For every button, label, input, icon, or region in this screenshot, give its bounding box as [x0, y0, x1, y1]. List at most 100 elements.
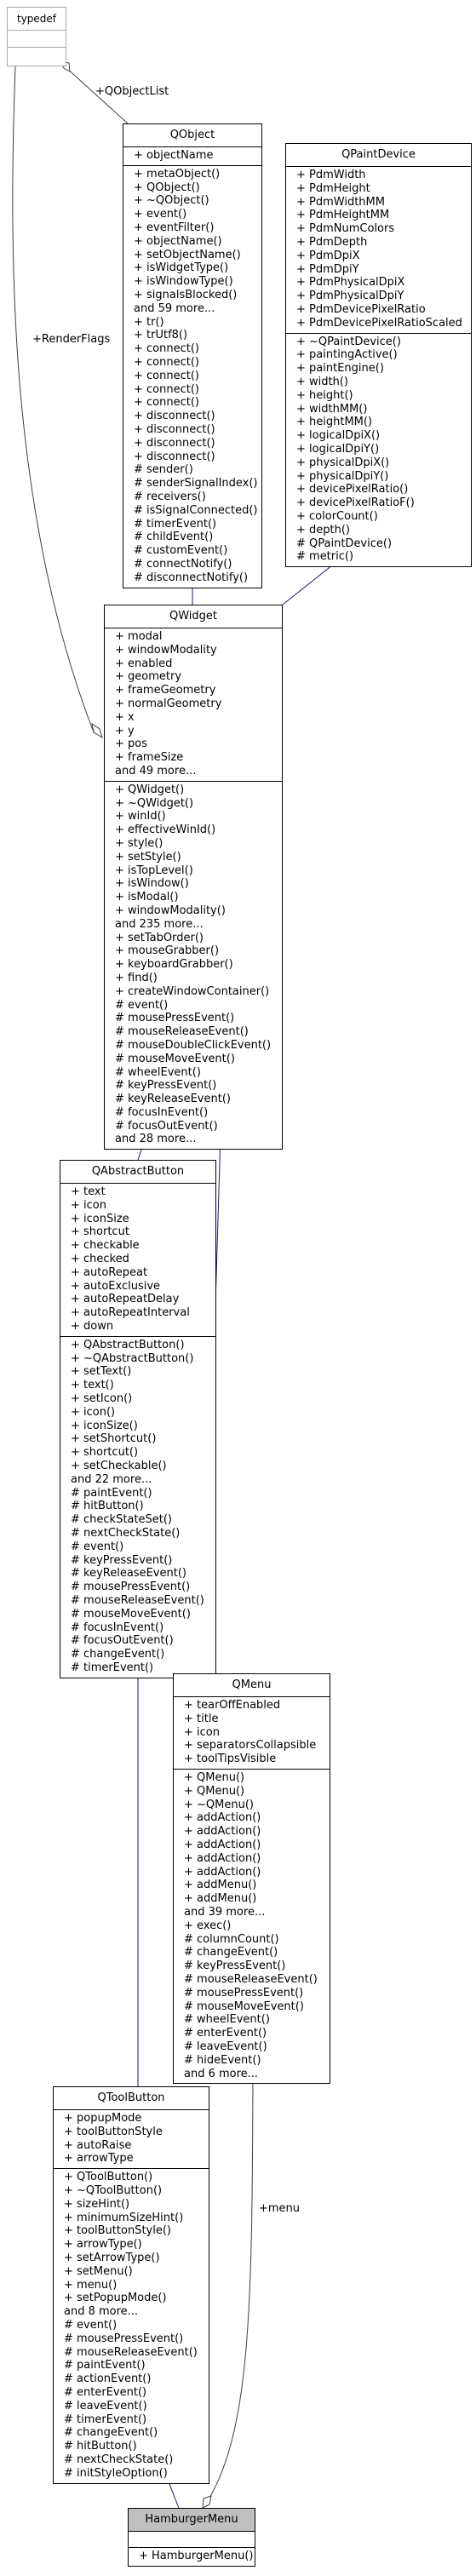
class-member: + PdmPhysicalDpiX	[296, 276, 405, 290]
class-member: # keyReleaseEvent()	[115, 1093, 231, 1106]
class-member: # isSignalConnected()	[134, 503, 258, 517]
class-member: + checkable	[71, 1239, 140, 1253]
class-member: + down	[71, 1319, 114, 1333]
class-member: # mouseMoveEvent()	[71, 1607, 191, 1621]
class-qwidget-methods: + QWidget()+ ~QWidget()+ winId()+ effect…	[105, 782, 282, 1150]
class-qmenu-title: QMenu	[174, 1674, 330, 1697]
class-member: # actionEvent()	[64, 2372, 152, 2386]
class-typedef-attributes	[8, 31, 66, 48]
class-member: + PdmDevicePixelRatio	[296, 302, 426, 316]
class-member: + ~QMenu()	[184, 1798, 254, 1811]
class-member: + objectName	[134, 149, 214, 162]
class-member: + tearOffEnabled	[184, 1699, 281, 1712]
class-member: + logicalDpiY()	[296, 442, 380, 456]
class-member: + windowModality()	[115, 904, 226, 917]
class-qpaintdevice-attributes: + PdmWidth+ PdmHeight+ PdmWidthMM+ PdmHe…	[286, 167, 471, 334]
class-member: + PdmHeight	[296, 181, 370, 195]
class-member: + logicalDpiX()	[296, 429, 381, 443]
class-member: # senderSignalIndex()	[134, 477, 258, 491]
class-member: # changeEvent()	[71, 1648, 165, 1661]
class-member: # initStyleOption()	[64, 2466, 168, 2480]
class-member: + devicePixelRatioF()	[296, 496, 415, 510]
class-member: # sender()	[134, 463, 193, 477]
class-member: + setText()	[71, 1365, 132, 1379]
class-member: # wheelEvent()	[115, 1065, 201, 1079]
class-hamburgermenu-attributes	[129, 2532, 255, 2548]
class-member: # focusOutEvent()	[71, 1634, 174, 1648]
class-member: + setObjectName()	[134, 248, 241, 261]
class-qabstractbutton: QAbstractButton + text+ icon+ iconSize+ …	[60, 1160, 216, 1678]
class-member: + ~QWidget()	[115, 796, 194, 810]
class-member: + sizeHint()	[64, 2197, 130, 2211]
class-member: # mouseMoveEvent()	[115, 1052, 235, 1065]
class-member: + addAction()	[184, 1851, 261, 1865]
class-member: + geometry	[115, 670, 182, 684]
class-member: + separatorsCollapsible	[184, 1739, 317, 1753]
class-member: # leaveEvent()	[184, 2040, 267, 2053]
class-qpaintdevice: QPaintDevice + PdmWidth+ PdmHeight+ PdmW…	[285, 143, 472, 568]
class-member: # keyPressEvent()	[184, 1959, 286, 1973]
class-member: + QObject()	[134, 181, 200, 194]
class-member: # focusInEvent()	[115, 1105, 209, 1119]
class-member: + event()	[134, 208, 187, 221]
class-member: + addAction()	[184, 1865, 261, 1879]
class-member: # event()	[71, 1540, 124, 1553]
class-member: and 8 more...	[64, 2305, 139, 2319]
class-member: + paintEngine()	[296, 362, 384, 376]
class-member: + paintingActive()	[296, 348, 398, 362]
class-typedef-methods	[8, 48, 66, 64]
class-member: + frameSize	[115, 751, 184, 765]
class-member: and 22 more...	[71, 1472, 152, 1486]
class-member: + setPopupMode()	[64, 2292, 167, 2305]
class-member: + QWidget()	[115, 783, 185, 796]
class-member: + setArrowType()	[64, 2251, 160, 2264]
class-qobject: QObject + objectName + metaObject()+ QOb…	[123, 123, 262, 588]
class-member: # changeEvent()	[64, 2426, 158, 2440]
class-member: # mouseReleaseEvent()	[71, 1593, 204, 1607]
class-qobject-title: QObject	[123, 124, 261, 147]
class-member: + ~QObject()	[134, 194, 209, 208]
class-member: + addAction()	[184, 1838, 261, 1851]
class-member: + ~QPaintDevice()	[296, 335, 401, 348]
class-member: + toolTipsVisible	[184, 1753, 277, 1766]
edge-label-qobjectlist: +QObjectList	[95, 85, 169, 98]
class-member: + widthMM()	[296, 402, 368, 416]
class-member: # keyPressEvent()	[71, 1553, 173, 1567]
class-member: + PdmDpiX	[296, 249, 360, 262]
class-qmenu-attributes: + tearOffEnabled+ title+ icon+ separator…	[174, 1697, 330, 1770]
class-member: + setShortcut()	[71, 1432, 157, 1446]
class-member: + autoExclusive	[71, 1279, 161, 1293]
class-member: # nextCheckState()	[71, 1526, 181, 1540]
class-member: + toolButtonStyle()	[64, 2224, 171, 2238]
class-member: # changeEvent()	[184, 1946, 278, 1959]
class-qobject-attributes: + objectName	[123, 147, 261, 166]
class-member: + icon	[71, 1198, 106, 1212]
class-member: + isWindowType()	[134, 275, 233, 289]
class-member: + connect()	[134, 342, 199, 356]
class-member: + isWindow()	[115, 877, 189, 891]
class-member: + autoRaise	[64, 2138, 132, 2152]
class-member: # keyPressEvent()	[115, 1079, 217, 1093]
class-member: + QMenu()	[184, 1784, 245, 1798]
class-member: # hideEvent()	[184, 2053, 261, 2067]
class-member: + text	[71, 1185, 106, 1198]
class-qpaintdevice-methods: + ~QPaintDevice()+ paintingActive()+ pai…	[286, 334, 471, 567]
class-member: + trUtf8()	[134, 329, 188, 342]
class-member: + setMenu()	[64, 2264, 133, 2278]
class-member: + connect()	[134, 369, 199, 382]
class-member: + effectiveWinId()	[115, 823, 216, 837]
class-member: # mouseMoveEvent()	[184, 1999, 304, 2013]
class-member: # timerEvent()	[64, 2412, 147, 2426]
class-member: and 59 more...	[134, 301, 215, 315]
class-member: + ~QAbstractButton()	[71, 1351, 194, 1365]
class-member: + addAction()	[184, 1825, 261, 1839]
class-member: + PdmPhysicalDpiY	[296, 290, 404, 303]
class-member: + toolButtonStyle	[64, 2125, 163, 2138]
class-member: # nextCheckState()	[64, 2453, 174, 2466]
class-qmenu-methods: + QMenu()+ QMenu()+ ~QMenu()+ addAction(…	[174, 1770, 330, 2083]
class-member: + menu()	[64, 2278, 118, 2292]
class-member: # checkStateSet()	[71, 1513, 172, 1527]
class-member: + disconnect()	[134, 422, 215, 436]
class-member: + arrowType()	[64, 2238, 142, 2252]
class-member: + arrowType	[64, 2152, 134, 2166]
